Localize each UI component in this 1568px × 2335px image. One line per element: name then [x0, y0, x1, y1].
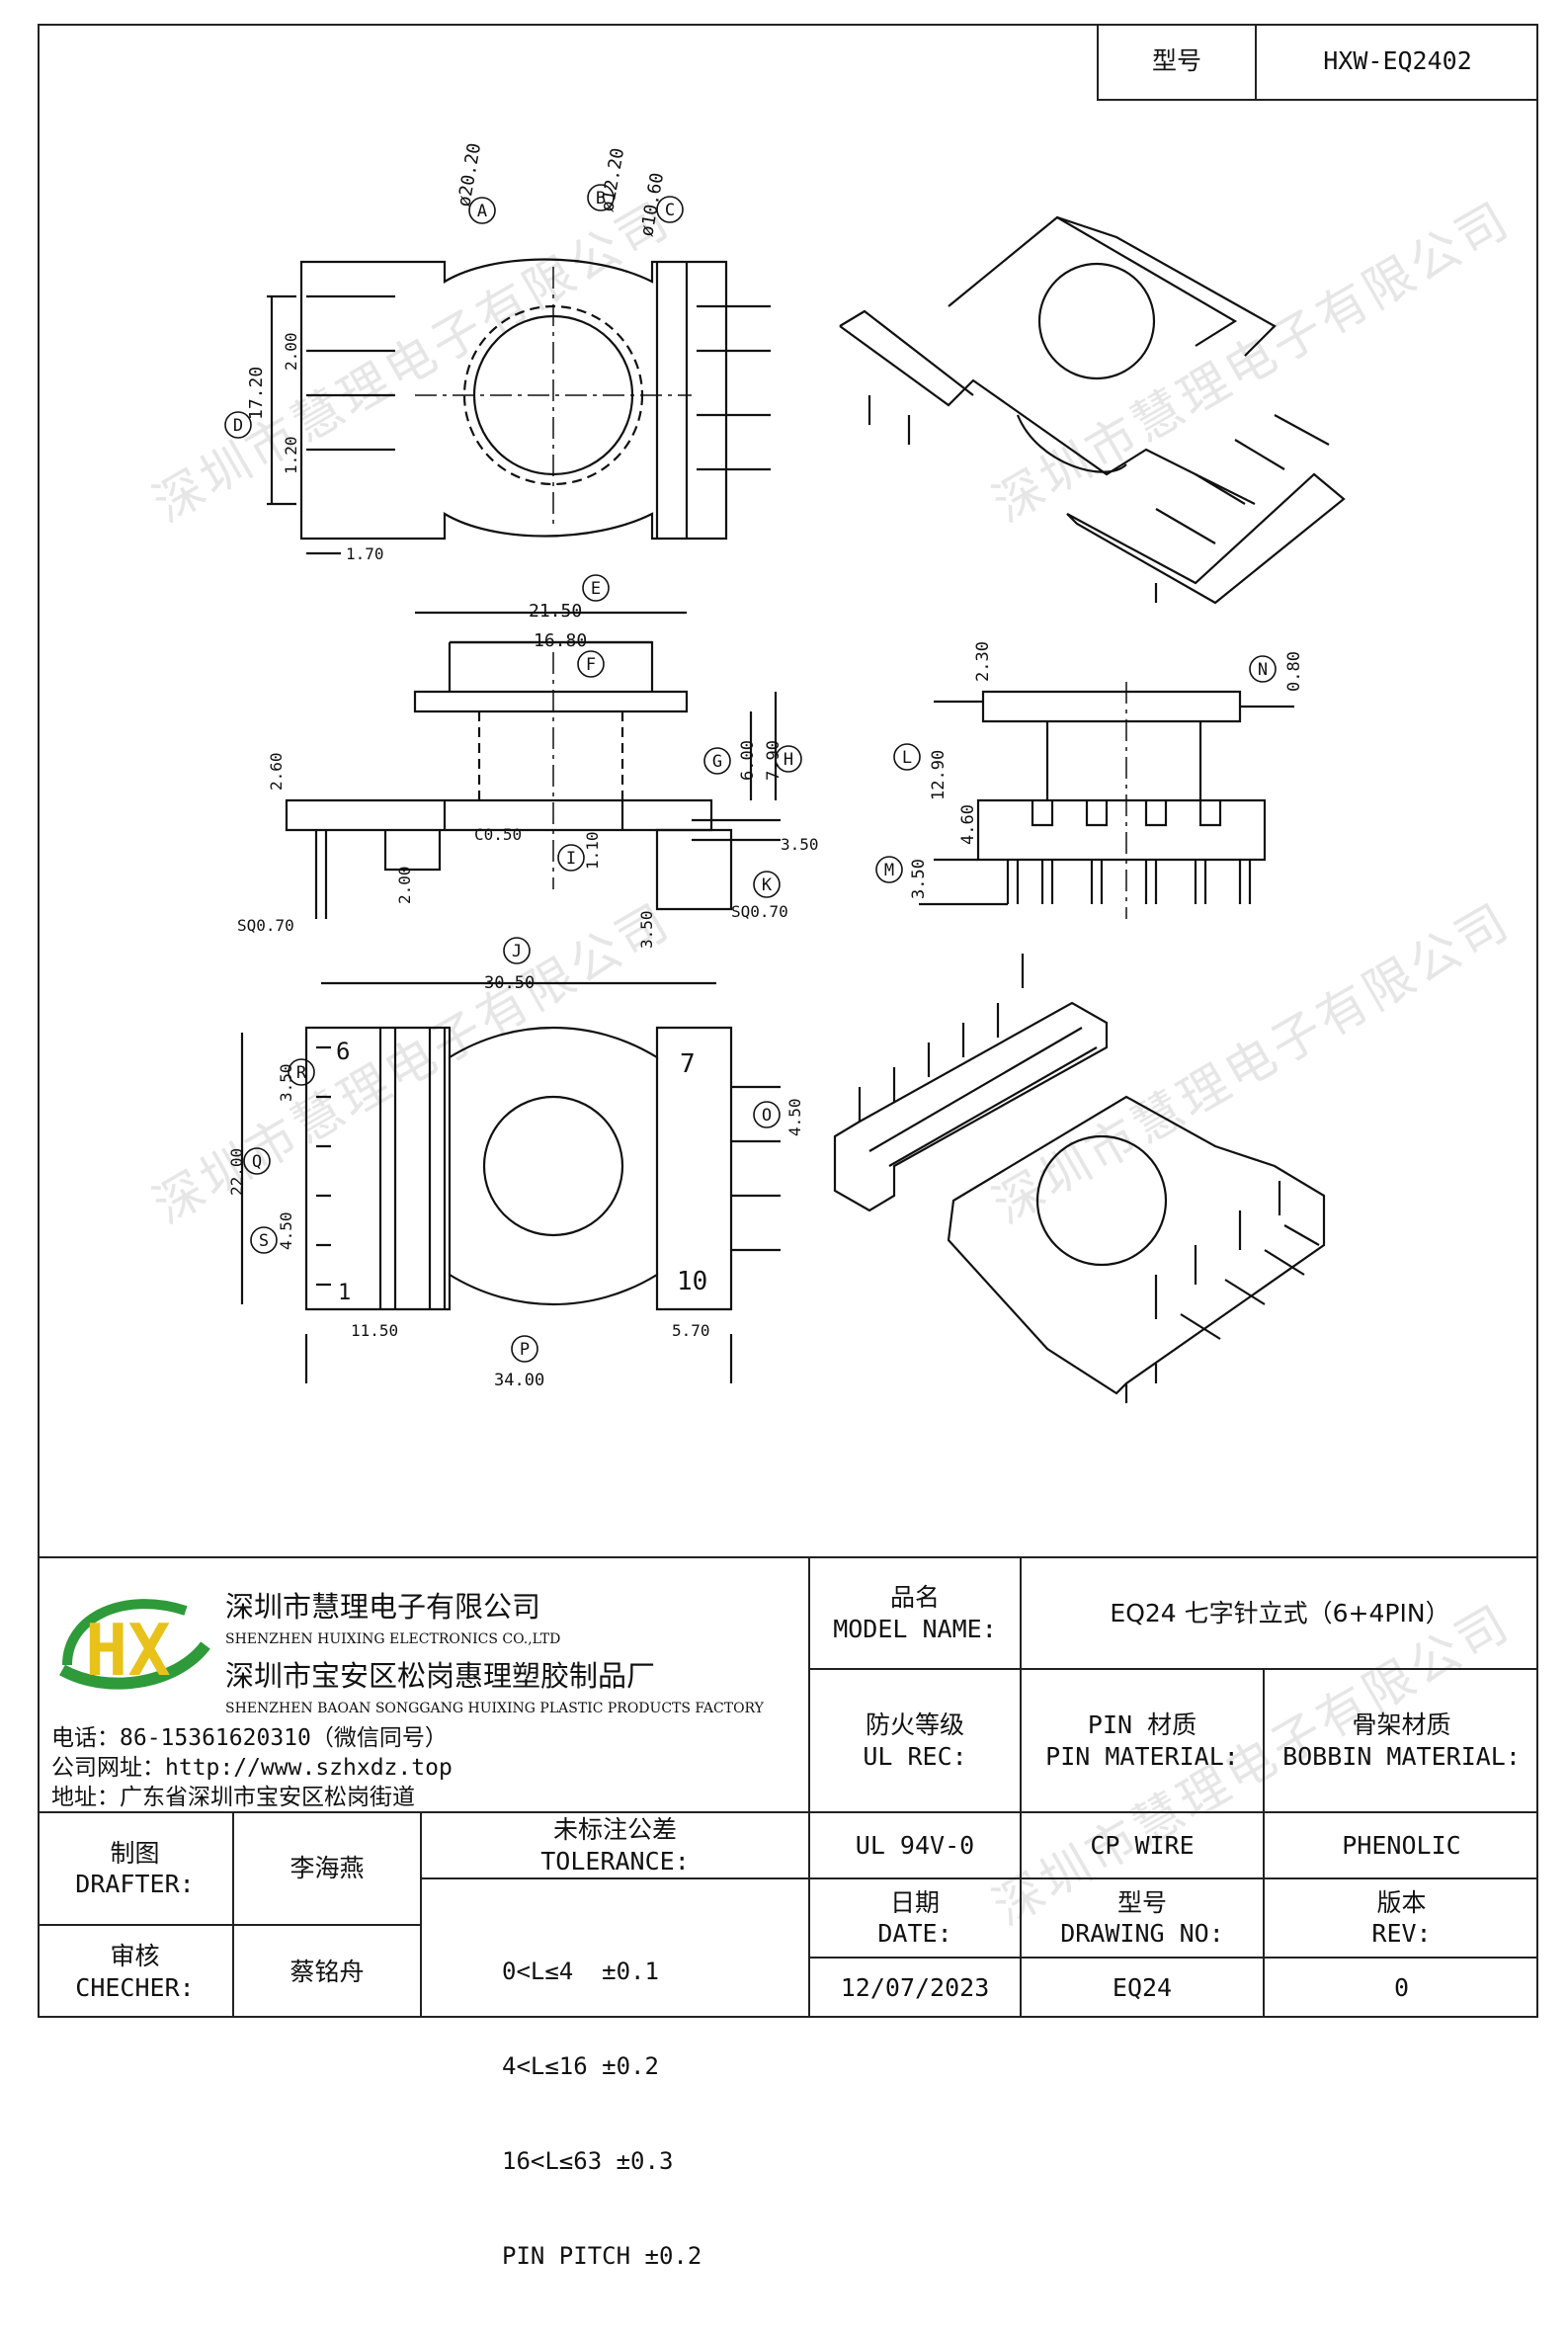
- pin-7-label: 7: [680, 1049, 696, 1079]
- address: 地址：广东省深圳市宝安区松岗街道: [51, 1785, 415, 1810]
- dimension-letter-c: C: [665, 201, 675, 220]
- phone: 电话：86-15361620310（微信同号）: [51, 1725, 448, 1751]
- dimension-letter-s: S: [259, 1231, 269, 1251]
- dim-p: 34.00: [494, 1371, 544, 1390]
- model-name-value: EQ24 七字针立式（6+4PIN）: [1110, 1598, 1450, 1627]
- company-name-en: SHENZHEN HUIXING ELECTRONICS CO.,LTD: [225, 1631, 561, 1647]
- tolerance-table: 0<L≤4 ±0.1 4<L≤16 ±0.2 16<L≤63 ±0.3 PIN …: [502, 1958, 702, 2270]
- dimension-letter-m: M: [884, 861, 894, 880]
- dim-l: 12.90: [929, 750, 949, 800]
- dim-chamfer: C0.50: [474, 825, 522, 844]
- dimension-letter-r: R: [296, 1063, 307, 1083]
- dimension-letter-g: G: [712, 752, 722, 772]
- dimension-letter-q: Q: [252, 1152, 262, 1172]
- dim-d2: 2.00: [395, 866, 414, 904]
- dimension-letter-a: A: [477, 202, 487, 221]
- front-view: [285, 611, 781, 919]
- dim-c: ø10.60: [636, 171, 668, 238]
- dimension-letter-l: L: [902, 748, 912, 768]
- title-block: HX 深圳市慧理电子有限公司 SHENZHEN HUIXING ELECTRON…: [38, 1556, 1538, 2270]
- company-logo: HX: [59, 1599, 210, 1692]
- logo-text: HX: [85, 1609, 171, 1692]
- bottom-view: [240, 981, 781, 1383]
- dim-g: 6.00: [738, 740, 758, 781]
- model-label: 型号: [1151, 46, 1201, 76]
- dim-r: 3.50: [277, 1063, 295, 1102]
- checker-value: 蔡铭舟: [289, 1957, 365, 1986]
- dim-side-top: 2.30: [973, 641, 993, 682]
- dim-k: SQ0.70: [731, 902, 788, 921]
- dimension-letter-b: B: [596, 189, 606, 208]
- dim-pitch2: 1.20: [282, 436, 300, 474]
- pin-6-label: 6: [336, 1038, 350, 1065]
- dimension-labels: A B C D E F G H I K N L M J R Q S O P: [224, 184, 1277, 1363]
- dim-pitch1: 2.00: [282, 332, 300, 371]
- dim-left: 11.50: [351, 1321, 398, 1340]
- technical-drawing: ø20.20 ø12.20 ø10.60 17.20 2.00 1.20 1.7…: [224, 141, 1346, 1403]
- iso-view-top: [839, 215, 1346, 605]
- dim-side-mid: 4.60: [958, 804, 978, 845]
- factory-name-cn: 深圳市宝安区松岗惠理塑胶制品厂: [225, 1659, 656, 1693]
- dim-q: 22.00: [227, 1148, 246, 1196]
- website[interactable]: 公司网址：http://www.szhxdz.top: [51, 1755, 453, 1781]
- dim-h: 7.90: [764, 740, 784, 781]
- dim-n: 0.80: [1284, 651, 1304, 692]
- dim-d3: 3.50: [637, 910, 656, 949]
- dim-f: 16.80: [534, 630, 587, 651]
- factory-name-en: SHENZHEN BAOAN SONGGANG HUIXING PLASTIC …: [225, 1701, 764, 1716]
- top-view: [267, 258, 771, 555]
- dim-w: 1.70: [346, 544, 384, 563]
- dim-j: 3.50: [781, 835, 819, 854]
- dim-h2: 2.60: [267, 752, 286, 791]
- dimension-letter-h: H: [784, 750, 793, 770]
- model-box: 型号 HXW-EQ2402: [1097, 24, 1538, 101]
- dim-s: 4.50: [277, 1211, 295, 1250]
- dim-e: 21.50: [529, 601, 582, 622]
- dimension-letter-n: N: [1258, 660, 1268, 680]
- dimension-letter-o: O: [762, 1106, 772, 1126]
- side-view: [919, 682, 1294, 919]
- dimension-letter-j: J: [512, 942, 522, 961]
- rev-value: 0: [1393, 1973, 1410, 2003]
- bobbin-material-value: PHENOLIC: [1342, 1830, 1461, 1860]
- dimension-letter-p: P: [520, 1340, 530, 1360]
- pin-10-label: 10: [677, 1267, 707, 1296]
- date-value: 12/07/2023: [840, 1973, 990, 2003]
- drawing-no-value: EQ24: [1112, 1973, 1173, 2003]
- pin-1-label: 1: [338, 1281, 351, 1305]
- dimension-letter-d: D: [233, 416, 243, 436]
- pin-material-value: CP WIRE: [1090, 1830, 1195, 1860]
- dim-o: 4.50: [785, 1098, 804, 1136]
- dimension-letter-i: I: [566, 849, 576, 869]
- dimension-letter-e: E: [591, 579, 601, 599]
- company-name-cn: 深圳市慧理电子有限公司: [225, 1590, 541, 1624]
- drawing-frame: [38, 24, 1538, 2018]
- iso-view-bottom: [833, 954, 1326, 1403]
- dimension-letter-f: F: [586, 655, 596, 675]
- dim-d: 17.20: [246, 367, 267, 420]
- dim-right: 5.70: [672, 1321, 710, 1340]
- dim-m: 3.50: [909, 859, 929, 899]
- dimension-letter-k: K: [762, 876, 773, 895]
- dim-i: 1.10: [583, 831, 602, 870]
- drafter-value: 李海燕: [289, 1854, 365, 1883]
- dim-bottom-j: 30.50: [484, 973, 535, 993]
- dim-sq: SQ0.70: [237, 916, 294, 935]
- model-value: HXW-EQ2402: [1323, 46, 1472, 76]
- ul-value: UL 94V-0: [855, 1830, 975, 1860]
